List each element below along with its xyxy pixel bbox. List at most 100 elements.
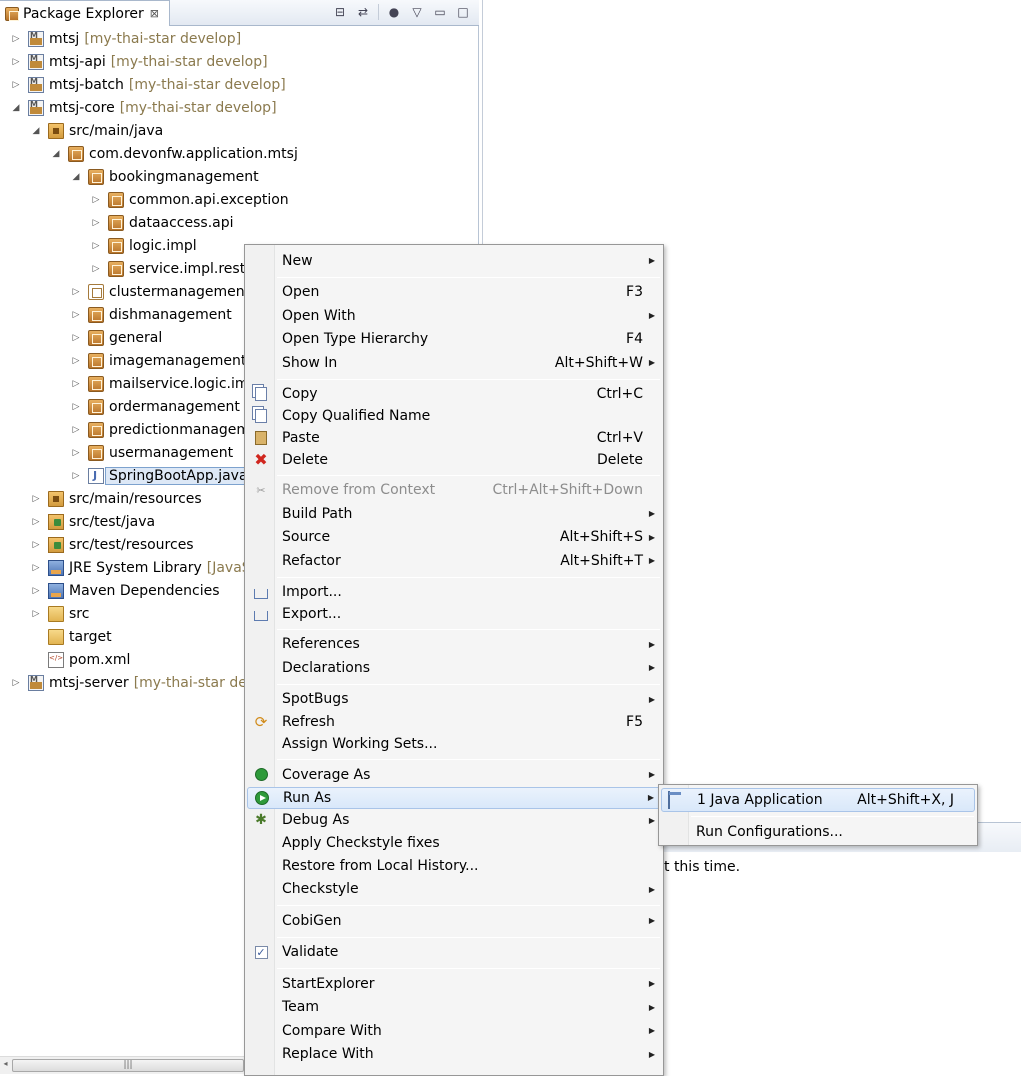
collapsed-arrow-icon[interactable]: ▷ (72, 378, 80, 389)
collapsed-arrow-icon[interactable]: ▷ (12, 33, 20, 44)
tree-item[interactable]: target (30, 625, 112, 648)
tree-item[interactable]: ▷Maven Dependencies (30, 579, 220, 602)
collapsed-arrow-icon[interactable]: ▷ (72, 332, 80, 343)
tree-item[interactable]: ▷src (30, 602, 89, 625)
expanded-arrow-icon[interactable]: ◢ (32, 125, 40, 136)
menu-item-export[interactable]: Export... (247, 603, 661, 625)
tree-item[interactable]: ▷usermanagement (70, 441, 233, 464)
collapsed-arrow-icon[interactable]: ▷ (72, 447, 80, 458)
tree-item[interactable]: ▷dataaccess.api (90, 211, 234, 234)
collapsed-arrow-icon[interactable]: ▷ (72, 355, 80, 366)
collapsed-arrow-icon[interactable]: ▷ (72, 401, 80, 412)
collapsed-arrow-icon[interactable]: ▷ (92, 194, 100, 205)
menu-item-build-path[interactable]: Build Path▶ (247, 502, 661, 526)
tree-item[interactable]: pom.xml (30, 648, 130, 671)
tree-item[interactable]: ◢src/main/java (30, 119, 163, 142)
focus-icon[interactable]: ● (388, 5, 400, 19)
submenu-item-run-configurations[interactable]: Run Configurations... (661, 820, 975, 844)
menu-item-apply-checkstyle-fixes[interactable]: Apply Checkstyle fixes (247, 832, 661, 855)
tree-item[interactable]: ▷SpringBootApp.java (70, 464, 252, 487)
tree-item[interactable]: ▷predictionmanageme (70, 418, 259, 441)
expanded-arrow-icon[interactable]: ◢ (72, 171, 80, 182)
close-view-icon[interactable]: ⊠ (149, 7, 159, 20)
tree-item[interactable]: ▷ordermanagement (70, 395, 240, 418)
collapsed-arrow-icon[interactable]: ▷ (12, 56, 20, 67)
menu-item-open-with[interactable]: Open With▶ (247, 304, 661, 328)
menu-item-run-as[interactable]: Run As▶ (247, 786, 661, 809)
menu-item-spotbugs[interactable]: SpotBugs▶ (247, 688, 661, 712)
menu-item-copy-qualified-name[interactable]: Copy Qualified Name (247, 405, 661, 427)
tree-item[interactable]: ▷mtsj-api[my-thai-star develop] (10, 50, 268, 73)
menu-item-cobigen[interactable]: CobiGen▶ (247, 909, 661, 933)
collapsed-arrow-icon[interactable]: ▷ (12, 79, 20, 90)
collapsed-arrow-icon[interactable]: ▷ (72, 309, 80, 320)
tree-item[interactable]: ▷common.api.exception (90, 188, 289, 211)
collapsed-arrow-icon[interactable]: ▷ (72, 286, 80, 297)
collapsed-arrow-icon[interactable]: ▷ (72, 424, 80, 435)
collapsed-arrow-icon[interactable]: ▷ (32, 539, 40, 550)
collapsed-arrow-icon[interactable]: ▷ (92, 217, 100, 228)
menu-item-assign-working-sets[interactable]: Assign Working Sets... (247, 733, 661, 755)
collapsed-arrow-icon[interactable]: ▷ (32, 516, 40, 527)
menu-item-declarations[interactable]: Declarations▶ (247, 656, 661, 680)
tree-item[interactable]: ▷logic.impl (90, 234, 197, 257)
menu-item-new[interactable]: New▶ (247, 249, 661, 273)
collapsed-arrow-icon[interactable]: ▷ (32, 585, 40, 596)
scroll-left-icon[interactable]: ◂ (3, 1059, 8, 1068)
link-with-editor-icon[interactable]: ⇄ (357, 5, 369, 19)
menu-item-coverage-as[interactable]: Coverage As▶ (247, 763, 661, 787)
tree-item[interactable]: ▷service.impl.rest (90, 257, 245, 280)
tree-item[interactable]: ▷mtsj-batch[my-thai-star develop] (10, 73, 286, 96)
collapsed-arrow-icon[interactable]: ▷ (92, 240, 100, 251)
tree-item[interactable]: ◢mtsj-core[my-thai-star develop] (10, 96, 277, 119)
tree-item[interactable]: ▷mailservice.logic.imp (70, 372, 257, 395)
collapsed-arrow-icon[interactable]: ▷ (12, 677, 20, 688)
tree-item[interactable]: ▷src/test/resources (30, 533, 194, 556)
tree-item[interactable]: ◢com.devonfw.application.mtsj (50, 142, 298, 165)
menu-item-checkstyle[interactable]: Checkstyle▶ (247, 878, 661, 902)
maximize-icon[interactable]: □ (457, 5, 469, 19)
menu-item-validate[interactable]: ✓Validate (247, 941, 661, 965)
menu-item-debug-as[interactable]: ✱Debug As▶ (247, 809, 661, 832)
tree-item[interactable]: ▷imagemanagement (70, 349, 246, 372)
expanded-arrow-icon[interactable]: ◢ (12, 102, 20, 113)
scrollbar-thumb[interactable]: ||| (12, 1059, 244, 1072)
collapsed-arrow-icon[interactable]: ▷ (32, 608, 40, 619)
collapsed-arrow-icon[interactable]: ▷ (32, 493, 40, 504)
export-icon (254, 610, 268, 621)
tree-item[interactable]: ▷general (70, 326, 162, 349)
tree-item[interactable]: ▷src/main/resources (30, 487, 202, 510)
menu-item-compare-with[interactable]: Compare With▶ (247, 1019, 661, 1043)
minimize-icon[interactable]: ▭ (434, 5, 446, 19)
menu-item-startexplorer[interactable]: StartExplorer▶ (247, 972, 661, 996)
collapsed-arrow-icon[interactable]: ▷ (72, 470, 80, 481)
tree-item[interactable]: ▷mtsj[my-thai-star develop] (10, 27, 241, 50)
collapsed-arrow-icon[interactable]: ▷ (92, 263, 100, 274)
menu-item-replace-with[interactable]: Replace With▶ (247, 1043, 661, 1067)
view-menu-icon[interactable]: ▽ (412, 5, 422, 19)
menu-item-import[interactable]: Import... (247, 581, 661, 603)
tab-package-explorer[interactable]: Package Explorer ⊠ (0, 0, 170, 26)
menu-item-references[interactable]: References▶ (247, 633, 661, 657)
tree-item[interactable]: ▷src/test/java (30, 510, 155, 533)
tree-item[interactable]: ▷JRE System Library[JavaSE- (30, 556, 265, 579)
collapse-all-icon[interactable]: ⊟ (334, 5, 346, 19)
menu-item-team[interactable]: Team▶ (247, 996, 661, 1020)
tree-item[interactable]: ▷mtsj-server[my-thai-star deve (10, 671, 264, 694)
tree-item[interactable]: ◢bookingmanagement (70, 165, 259, 188)
menu-item-restore-from-local-history[interactable]: Restore from Local History... (247, 854, 661, 878)
expanded-arrow-icon[interactable]: ◢ (52, 148, 60, 159)
collapsed-arrow-icon[interactable]: ▷ (32, 562, 40, 573)
tree-item[interactable]: ▷clustermanagement (70, 280, 250, 303)
tree-item[interactable]: ▷dishmanagement (70, 303, 232, 326)
